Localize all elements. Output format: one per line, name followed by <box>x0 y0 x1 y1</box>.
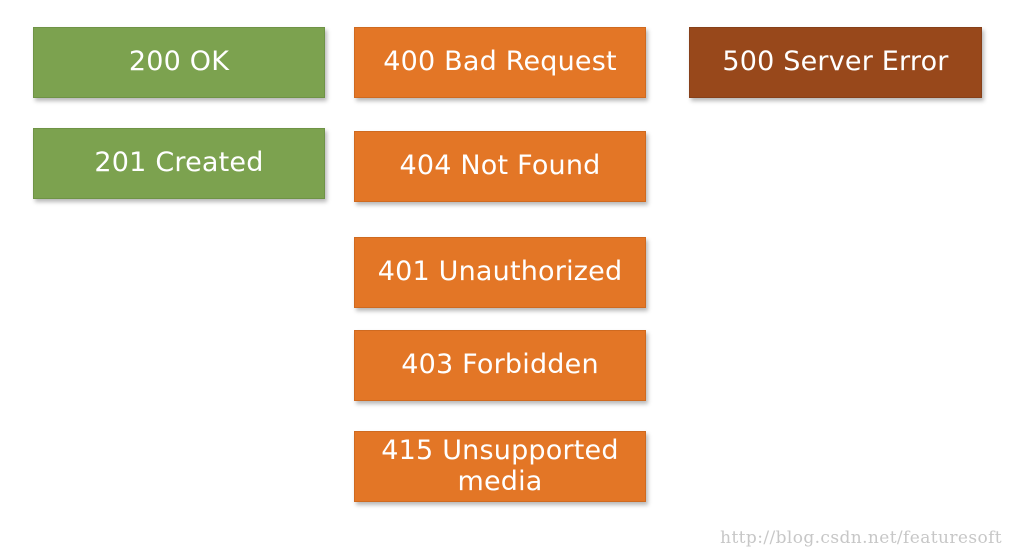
status-500-server-error-box: 500 Server Error <box>689 27 982 98</box>
status-415-label: 415 Unsupported media <box>381 435 619 497</box>
status-415-unsupported-media-box: 415 Unsupported media <box>354 431 646 502</box>
status-403-label: 403 Forbidden <box>401 349 599 381</box>
status-400-label: 400 Bad Request <box>383 46 617 78</box>
status-200-label: 200 OK <box>128 46 230 78</box>
status-403-forbidden-box: 403 Forbidden <box>354 330 646 401</box>
status-401-label: 401 Unauthorized <box>377 256 623 288</box>
watermark-url: http://blog.csdn.net/featuresoft <box>720 528 1002 548</box>
status-404-not-found-box: 404 Not Found <box>354 131 646 202</box>
status-500-label: 500 Server Error <box>722 46 949 78</box>
status-401-unauthorized-box: 401 Unauthorized <box>354 237 646 308</box>
status-200-ok-box: 200 OK <box>33 27 325 98</box>
status-201-created-box: 201 Created <box>33 128 325 199</box>
status-400-bad-request-box: 400 Bad Request <box>354 27 646 98</box>
status-404-label: 404 Not Found <box>399 150 601 182</box>
status-201-label: 201 Created <box>94 147 264 179</box>
